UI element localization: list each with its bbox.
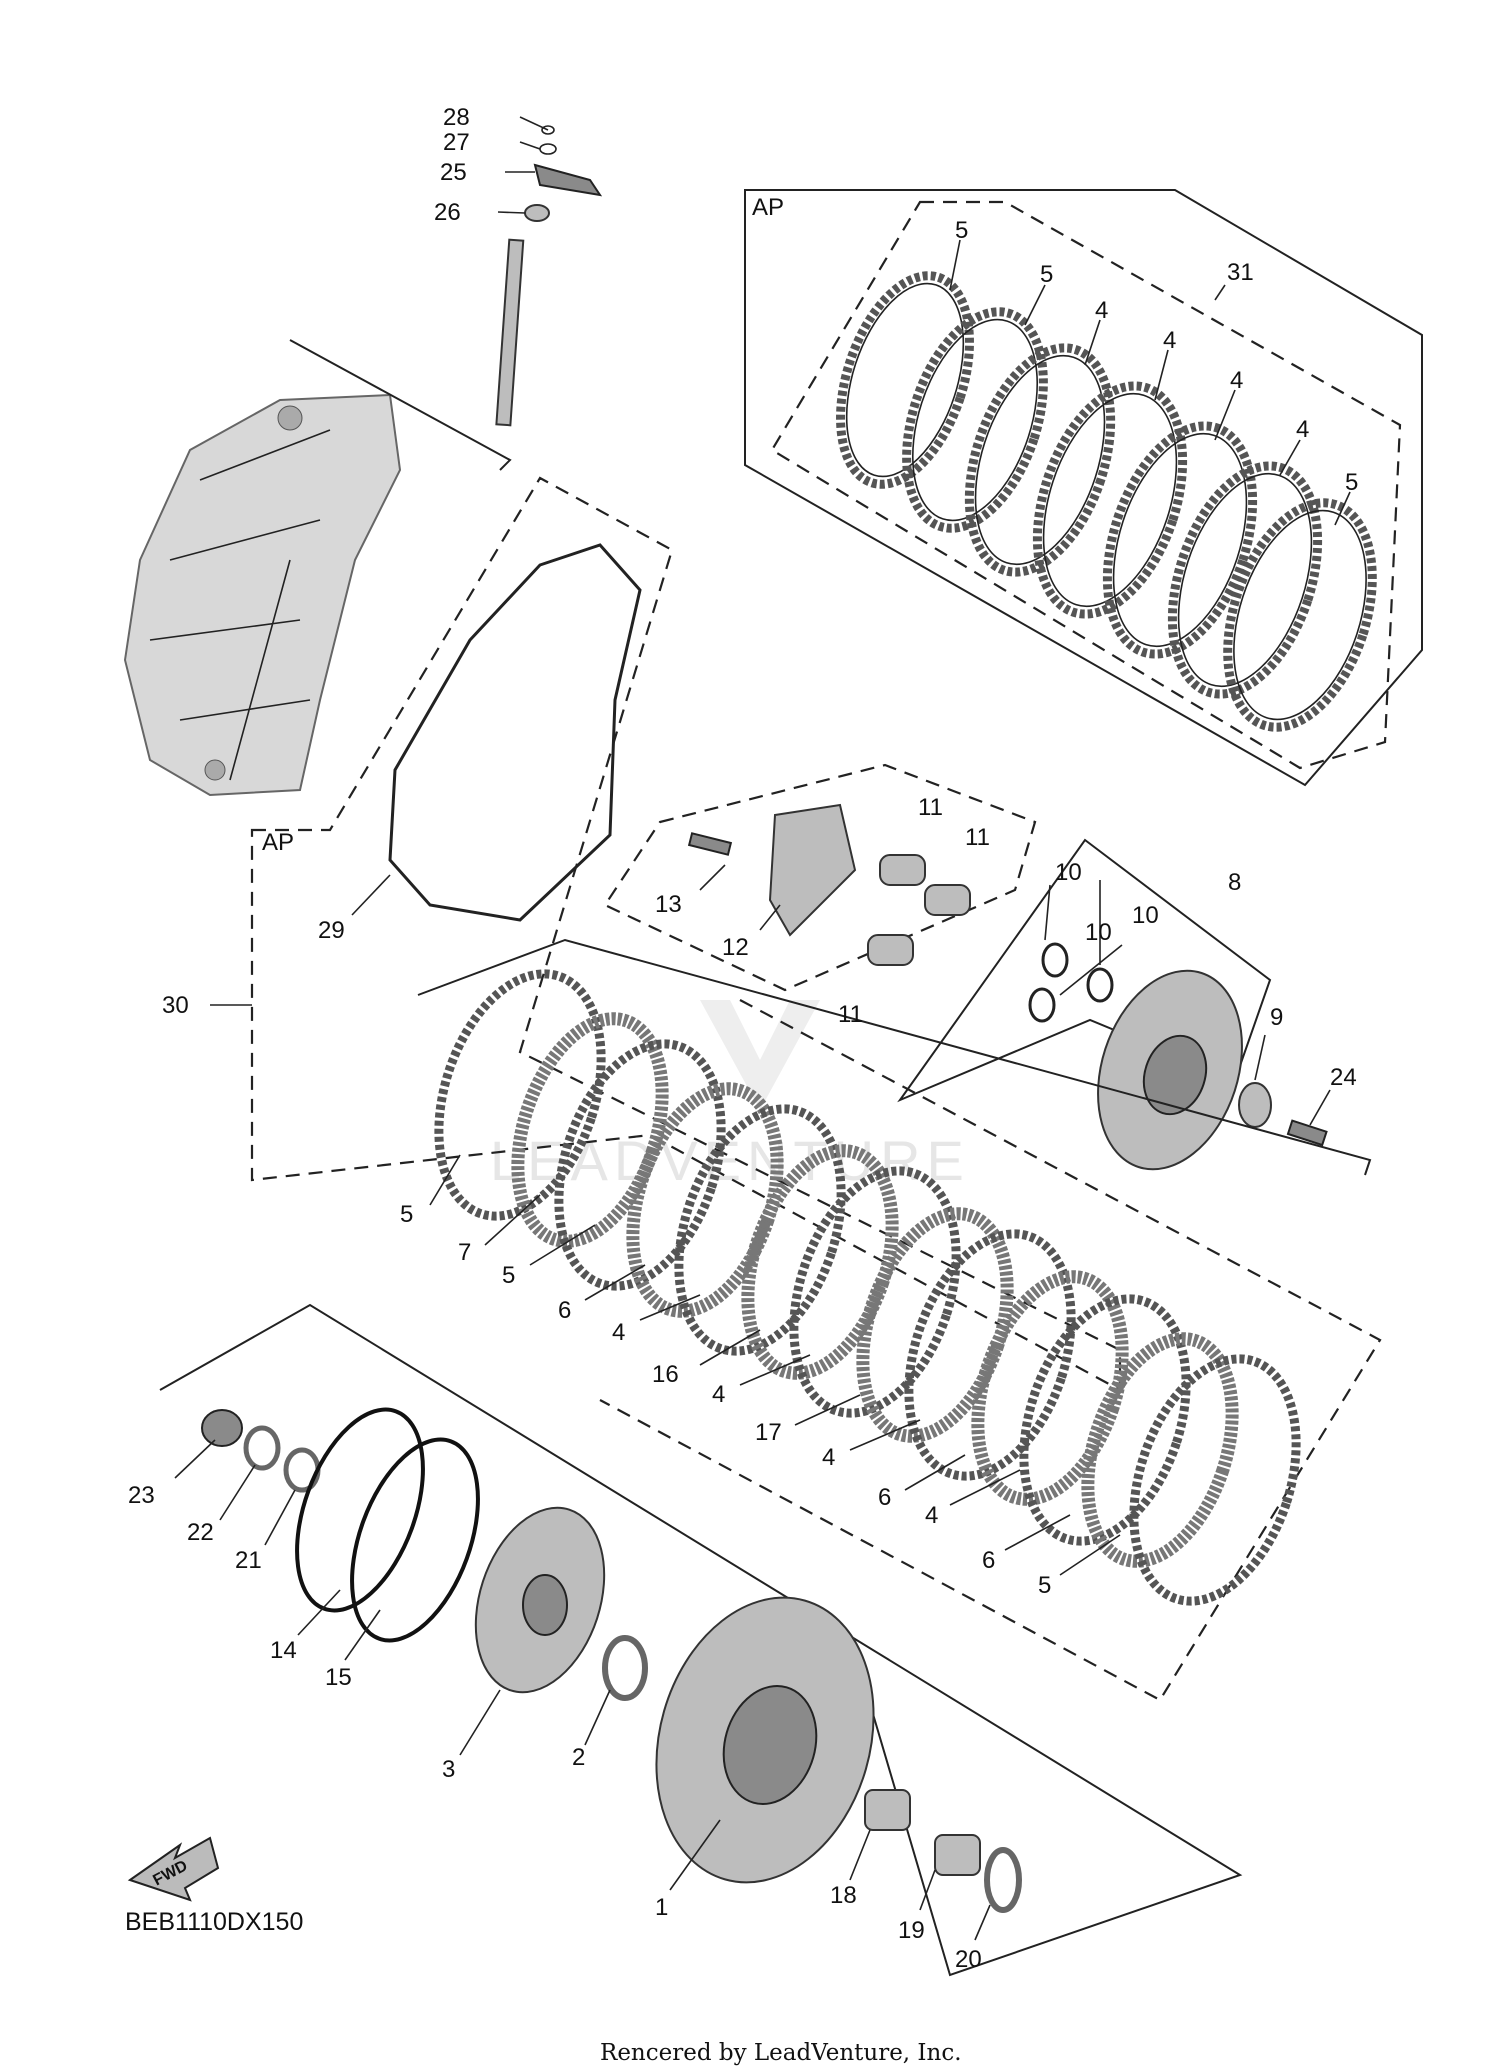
- release-lever-25: [533, 163, 603, 197]
- callout-27: 27: [443, 129, 470, 156]
- callout-23: 23: [128, 1482, 155, 1509]
- gasket-29: [388, 543, 642, 922]
- callout-13: 13: [655, 891, 682, 918]
- pressure-plate-parts: [687, 803, 971, 966]
- ap-label-top: AP: [752, 194, 784, 221]
- callout-28: 28: [443, 104, 470, 131]
- callout-24: 24: [1330, 1064, 1357, 1091]
- callout-10a: 10: [1055, 859, 1082, 886]
- callout-4e: 4: [612, 1319, 625, 1346]
- ap-box-31-dashed: [770, 200, 1402, 770]
- callout-12: 12: [722, 934, 749, 961]
- callout-21: 21: [235, 1547, 262, 1574]
- wire-ring-14: [295, 1407, 425, 1613]
- thrust-washer-2: [602, 1635, 648, 1701]
- housing-parts: [201, 1407, 1022, 1913]
- callout-3: 3: [442, 1756, 455, 1783]
- ap-box-30-dashed: [250, 476, 1122, 1392]
- main-stack-outline: [417, 938, 1372, 1176]
- collar-18: [864, 1789, 911, 1831]
- callout-8: 8: [1228, 869, 1241, 896]
- credit-line: Rencered by LeadVenture, Inc.: [600, 2040, 962, 2066]
- callout-4c: 4: [1230, 367, 1243, 394]
- callout-5c: 5: [1345, 469, 1358, 496]
- callout-6a: 6: [558, 1297, 571, 1324]
- diagram-code: BEB1110DX150: [125, 1908, 303, 1936]
- washer-22: [243, 1425, 281, 1471]
- spring-11a: [879, 854, 926, 886]
- nut-23: [201, 1409, 243, 1447]
- clutch-boss-parts: [1028, 942, 1328, 1171]
- callout-20: 20: [955, 1946, 982, 1973]
- callout-labels: 28 27 25 26 31 5 5 4 4 4 4 5 29 30 13 12…: [128, 104, 1358, 1973]
- callout-11b: 11: [965, 824, 990, 851]
- nut-9: [1238, 1082, 1272, 1128]
- callout-4f: 4: [712, 1381, 725, 1408]
- callout-5f: 5: [1038, 1572, 1051, 1599]
- bearing-19: [934, 1834, 981, 1876]
- callout-11a: 11: [918, 794, 943, 821]
- callout-10b: 10: [1132, 902, 1159, 929]
- push-rod-assembly: [495, 125, 603, 427]
- callout-5a: 5: [955, 217, 968, 244]
- plate-stack-main: [434, 969, 1301, 1606]
- callout-18: 18: [830, 1882, 857, 1909]
- callout-17: 17: [755, 1419, 782, 1446]
- clip-28: [541, 125, 555, 135]
- callout-14: 14: [270, 1637, 297, 1664]
- case-bracket-line: [289, 339, 512, 471]
- push-rod: [495, 238, 525, 427]
- bolt-13: [687, 832, 733, 856]
- seal-26: [524, 204, 550, 222]
- washer-20: [984, 1847, 1022, 1913]
- callout-4h: 4: [925, 1502, 938, 1529]
- bolt-24: [1286, 1119, 1328, 1147]
- callout-31: 31: [1227, 259, 1254, 286]
- callout-11c: 11: [838, 1001, 863, 1028]
- ap-box-31-outline: [744, 189, 1423, 787]
- callout-25: 25: [440, 159, 467, 186]
- callout-22: 22: [187, 1519, 214, 1546]
- callout-4b: 4: [1163, 327, 1176, 354]
- leader-lines: [174, 116, 1351, 1941]
- pressure-plate-12: [768, 803, 857, 937]
- callout-5d: 5: [400, 1201, 413, 1228]
- callout-30: 30: [162, 992, 189, 1019]
- callout-29: 29: [318, 917, 345, 944]
- callout-4a: 4: [1095, 297, 1108, 324]
- callout-26: 26: [434, 199, 461, 226]
- callout-6c: 6: [982, 1547, 995, 1574]
- ap-label-left: AP: [262, 829, 294, 856]
- wire-ring-15: [350, 1437, 480, 1643]
- housing-box-outline: [159, 1303, 1243, 1977]
- callout-6b: 6: [878, 1484, 891, 1511]
- callout-4d: 4: [1296, 416, 1309, 443]
- pressure-box-dashed: [603, 763, 1037, 992]
- callout-5e: 5: [502, 1262, 515, 1289]
- callout-5b: 5: [1040, 261, 1053, 288]
- washer-27: [539, 143, 557, 155]
- callout-15: 15: [325, 1664, 352, 1691]
- callout-4g: 4: [822, 1444, 835, 1471]
- callout-7: 7: [458, 1239, 471, 1266]
- callout-16: 16: [652, 1361, 679, 1388]
- callout-9: 9: [1270, 1004, 1283, 1031]
- engine-case-cover: [123, 393, 402, 797]
- fwd-arrow-icon: FWD: [127, 1836, 220, 1902]
- spring-11b: [924, 884, 971, 916]
- callout-1: 1: [655, 1894, 668, 1921]
- spring-11c: [867, 934, 914, 966]
- callout-2: 2: [572, 1744, 585, 1771]
- callout-10c: 10: [1085, 919, 1112, 946]
- callout-19: 19: [898, 1917, 925, 1944]
- plate-stack-top: [836, 271, 1377, 732]
